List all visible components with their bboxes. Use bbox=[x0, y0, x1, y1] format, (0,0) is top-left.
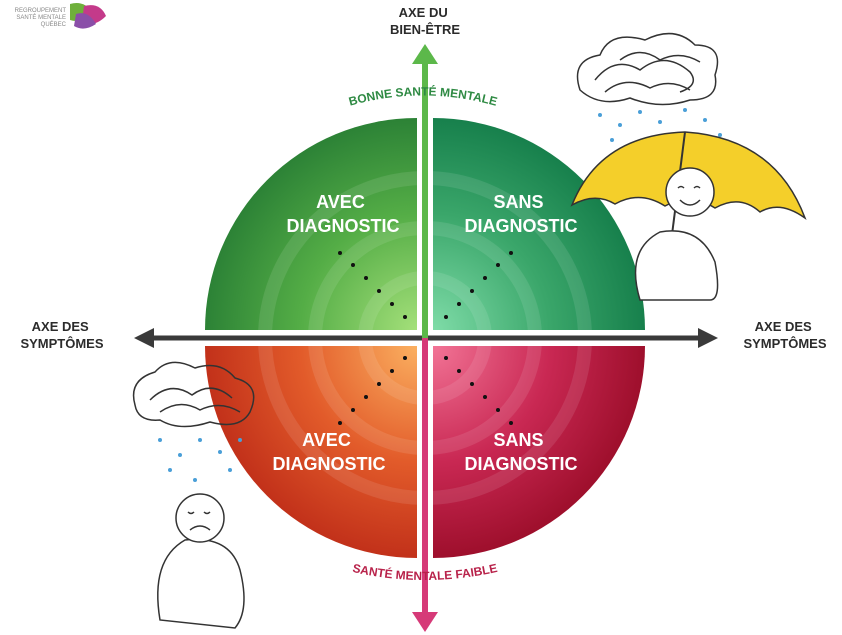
axis-label-wellbeing: AXE DU BIEN-ÊTRE bbox=[390, 5, 460, 37]
quadrant-label-top-right: SANS DIAGNOSTIC bbox=[464, 192, 577, 236]
quadrant-label-bottom-right: SANS DIAGNOSTIC bbox=[464, 430, 577, 474]
quadrant-label-top-left: AVEC DIAGNOSTIC bbox=[286, 192, 399, 236]
axis-label-symptoms-right: AXE DES SYMPTÔMES bbox=[743, 319, 826, 351]
rain-drops-icon-bottom bbox=[158, 438, 242, 482]
sad-character-icon bbox=[157, 493, 245, 629]
dotted-diagonals bbox=[338, 251, 513, 425]
rain-drops-icon-top bbox=[598, 108, 722, 142]
axis-label-symptoms-left: AXE DES SYMPTÔMES bbox=[20, 319, 103, 351]
quadrant-top-left bbox=[205, 118, 417, 330]
storm-cloud-icon-bottom bbox=[132, 361, 255, 428]
storm-cloud-icon-top bbox=[576, 32, 719, 106]
logo-text: REGROUPEMENT SANTÉ MENTALE QUÉBEC bbox=[14, 8, 66, 28]
quadrant-bottom-left bbox=[205, 346, 417, 558]
logo bbox=[70, 3, 106, 29]
quadrant-bottom-right bbox=[433, 346, 645, 558]
wellbeing-axis-arrow bbox=[412, 44, 438, 632]
quadrant-label-bottom-left: AVEC DIAGNOSTIC bbox=[272, 430, 385, 474]
happy-character-icon bbox=[634, 167, 719, 301]
